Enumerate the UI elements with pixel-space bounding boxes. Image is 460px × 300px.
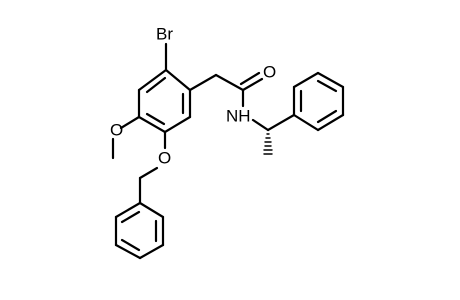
hashed-wedge-bond	[263, 133, 273, 155]
nitrogen-ch-bond	[251, 118, 270, 132]
bond	[164, 68, 192, 92]
bond	[137, 68, 168, 92]
carbonyl-oxygen-label: O	[263, 63, 276, 82]
bond	[163, 115, 192, 134]
aromatic-double-bond	[120, 210, 141, 224]
bond	[138, 243, 165, 260]
bond	[114, 243, 142, 260]
ch2-carbonyl-bond	[214, 73, 245, 92]
bond	[292, 113, 320, 132]
central-benzene-ring	[137, 68, 192, 134]
aromatic-double-bond	[145, 112, 166, 126]
amide-nh-label: NH	[226, 107, 251, 126]
aromatic-double-bond	[145, 76, 167, 94]
aromatic-double-bond	[316, 79, 338, 93]
bond	[292, 71, 320, 89]
bromine-label: Br	[156, 25, 173, 44]
bond	[114, 201, 142, 219]
methoxy-oxygen-label: O	[110, 121, 123, 140]
ring-ch2-bond	[188, 73, 218, 92]
c-o-bond	[119, 115, 141, 130]
bond	[137, 115, 167, 134]
o-ch2-bond	[138, 166, 159, 180]
alpha-phenyl-ring	[292, 71, 345, 132]
ch-phenyl-bond	[266, 113, 296, 132]
aromatic-double-bond	[316, 109, 338, 124]
bond	[316, 113, 345, 132]
bond	[138, 201, 165, 219]
bond	[316, 71, 345, 89]
benzyloxy-oxygen-label: O	[158, 149, 171, 168]
carbonyl-double-bond	[239, 71, 261, 86]
carbonyl-double-bond	[241, 77, 264, 92]
benzyl-phenyl-ring	[114, 201, 165, 260]
aromatic-double-bond	[120, 238, 141, 252]
